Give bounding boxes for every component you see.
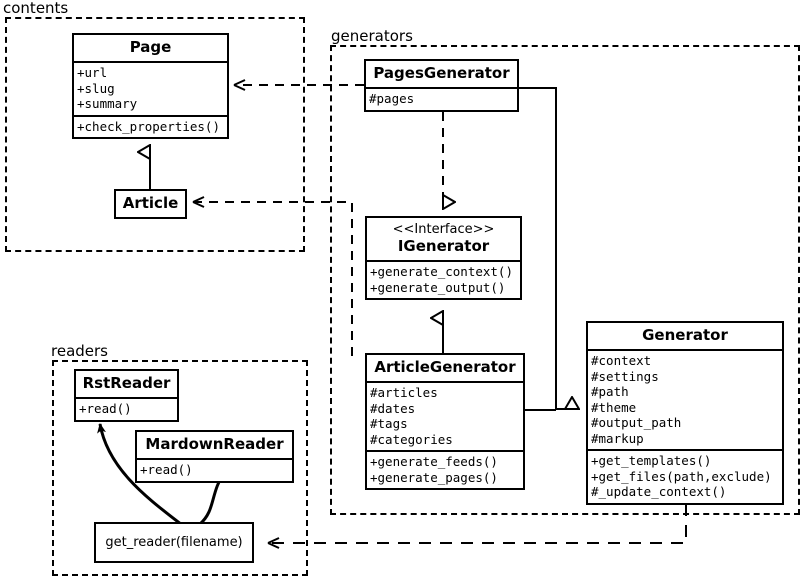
- class-rst-reader[interactable]: RstReader +read(): [74, 369, 179, 422]
- class-pages-generator-attributes: #pages: [366, 87, 517, 110]
- attribute-row: +slug: [77, 80, 115, 96]
- attribute-row: #theme: [591, 399, 637, 415]
- class-generator-methods: +get_templates() +get_files(path,exclude…: [588, 449, 782, 503]
- method-row: #_update_context(): [591, 484, 727, 499]
- class-article[interactable]: Article: [114, 189, 187, 219]
- class-mardown-reader-title: MardownReader: [145, 435, 284, 453]
- method-row: +get_files(path,exclude): [591, 468, 772, 484]
- class-article-generator[interactable]: ArticleGenerator #articles #dates #tags …: [365, 353, 525, 490]
- attribute-row: #path: [591, 384, 629, 399]
- class-page-attributes: +url +slug +summary: [74, 61, 227, 115]
- method-row: +generate_context(): [370, 264, 513, 279]
- attribute-row: #articles: [370, 385, 438, 400]
- class-page-title: Page: [129, 38, 172, 56]
- class-article-generator-attributes: #articles #dates #tags #categories: [367, 381, 523, 450]
- attribute-row: #pages: [369, 91, 415, 106]
- class-generator-title: Generator: [642, 326, 728, 344]
- package-label-generators: generators: [331, 27, 413, 45]
- class-pages-generator[interactable]: PagesGenerator #pages: [364, 59, 519, 112]
- package-label-contents: contents: [3, 0, 69, 17]
- attribute-row: #settings: [591, 368, 659, 384]
- function-get-reader[interactable]: get_reader(filename): [94, 522, 254, 563]
- method-row: +read(): [79, 401, 132, 416]
- attribute-row: #context: [591, 353, 652, 368]
- method-row: +generate_pages(): [370, 469, 498, 485]
- attribute-row: #categories: [370, 431, 453, 447]
- class-igenerator-title: <<Interface>> IGenerator: [367, 218, 520, 260]
- class-article-generator-title: ArticleGenerator: [374, 358, 516, 376]
- class-article-title: Article: [122, 194, 179, 212]
- method-row: +generate_feeds(): [370, 454, 498, 469]
- attribute-row: #output_path: [591, 415, 682, 430]
- class-rst-reader-methods: +read(): [76, 397, 177, 420]
- attribute-row: #dates: [370, 400, 416, 416]
- class-generator-attributes: #context #settings #path #theme #output_…: [588, 349, 782, 449]
- attribute-row: +url: [77, 65, 108, 80]
- class-page[interactable]: Page +url +slug +summary +check_properti…: [72, 33, 229, 139]
- class-mardown-reader-methods: +read(): [137, 458, 292, 481]
- class-page-methods: +check_properties(): [74, 114, 227, 138]
- attribute-row: #tags: [370, 416, 408, 431]
- class-article-generator-methods: +generate_feeds() +generate_pages(): [367, 450, 523, 488]
- class-mardown-reader[interactable]: MardownReader +read(): [135, 430, 294, 483]
- class-rst-reader-title: RstReader: [82, 374, 171, 392]
- attribute-row: #markup: [591, 430, 644, 446]
- package-label-readers: readers: [51, 342, 108, 360]
- class-igenerator-methods: +generate_context() +generate_output(): [367, 260, 520, 298]
- class-pages-generator-title: PagesGenerator: [373, 64, 510, 82]
- attribute-row: +summary: [77, 96, 138, 111]
- package-frame-readers: [52, 360, 308, 576]
- method-row: +read(): [140, 462, 193, 477]
- method-row: +check_properties(): [77, 118, 220, 134]
- function-get-reader-label: get_reader(filename): [105, 535, 243, 550]
- method-row: +get_templates(): [591, 453, 712, 468]
- class-generator[interactable]: Generator #context #settings #path #them…: [586, 321, 784, 505]
- method-row: +generate_output(): [370, 279, 506, 295]
- class-igenerator-name: IGenerator: [397, 237, 490, 255]
- class-igenerator-stereotype: <<Interface>>: [392, 222, 495, 237]
- class-igenerator[interactable]: <<Interface>> IGenerator +generate_conte…: [365, 216, 522, 300]
- package-frame-contents: [5, 17, 305, 252]
